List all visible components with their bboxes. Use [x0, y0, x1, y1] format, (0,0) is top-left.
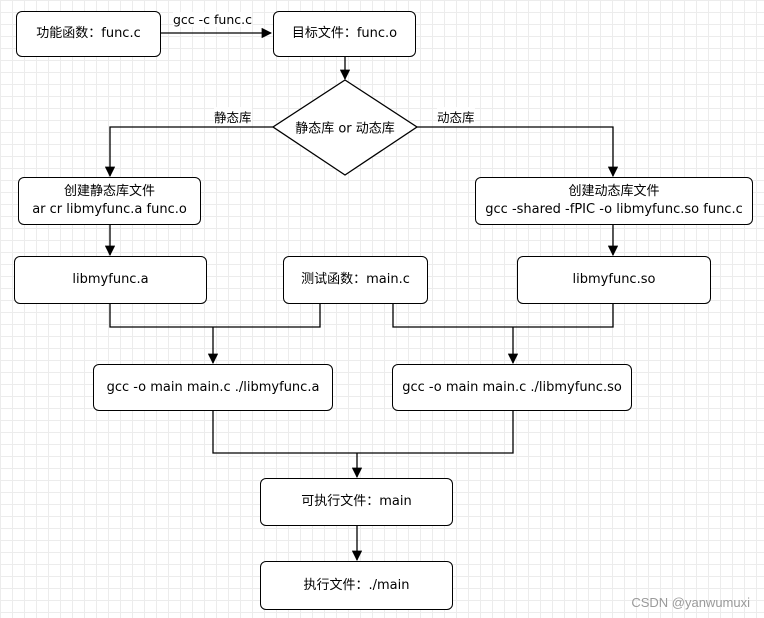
test-source-node: 测试函数：main.c	[283, 256, 428, 304]
static-lib-label: libmyfunc.a	[72, 272, 149, 287]
shared-lib-node: libmyfunc.so	[517, 256, 711, 304]
link-static-node: gcc -o main main.c ./libmyfunc.a	[93, 364, 333, 411]
run-label: 执行文件：./main	[303, 577, 410, 593]
edge-label-compile: gcc -c func.c	[173, 12, 252, 27]
shared-lib-label: libmyfunc.so	[572, 272, 656, 287]
edge-link-merge	[212, 411, 514, 454]
create-static-cmd: ar cr libmyfunc.a func.o	[32, 202, 187, 217]
link-static-label: gcc -o main main.c ./libmyfunc.a	[106, 379, 320, 395]
run-node: 执行文件：./main	[260, 561, 453, 610]
edge-label-static: 静态库	[214, 107, 252, 126]
link-shared-node: gcc -o main main.c ./libmyfunc.so	[392, 364, 632, 411]
edge-label-shared: 动态库	[437, 107, 475, 126]
decision-diamond	[271, 79, 419, 176]
executable-label: 可执行文件：main	[301, 494, 412, 509]
source-file-label: 功能函数：func.c	[36, 26, 141, 41]
object-file-node: 目标文件：func.o	[273, 11, 416, 57]
edge-static-lib-merge	[109, 304, 321, 328]
create-static-title: 创建静态库文件	[63, 184, 155, 199]
object-file-label: 目标文件：func.o	[291, 26, 398, 41]
watermark: CSDN @yanwumuxi	[631, 595, 750, 610]
test-source-label: 测试函数：main.c	[301, 272, 410, 287]
static-lib-node: libmyfunc.a	[14, 256, 207, 304]
create-shared-title: 创建动态库文件	[568, 184, 660, 199]
edge-static-branch	[104, 126, 273, 178]
source-file-node: 功能函数：func.c	[16, 11, 161, 57]
edge-shared-lib-merge	[392, 304, 614, 328]
link-shared-label: gcc -o main main.c ./libmyfunc.so	[402, 379, 622, 395]
create-shared-cmd: gcc -shared -fPIC -o libmyfunc.so func.c	[485, 202, 743, 217]
edge-shared-branch	[417, 126, 619, 178]
create-shared-node: 创建动态库文件 gcc -shared -fPIC -o libmyfunc.s…	[475, 177, 753, 225]
executable-node: 可执行文件：main	[260, 478, 453, 526]
decision-label: 静态库 or 动态库	[295, 121, 395, 137]
create-static-node: 创建静态库文件 ar cr libmyfunc.a func.o	[18, 177, 201, 225]
